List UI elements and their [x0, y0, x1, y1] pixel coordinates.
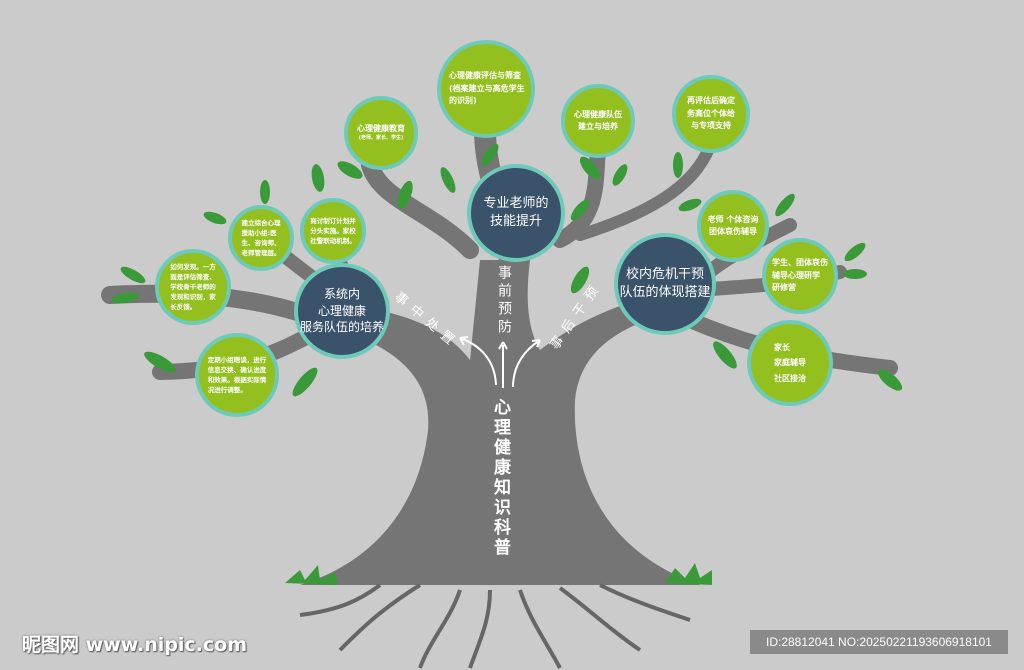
node-text: 定期小组晤谈，进行 信息交换、确认进度 和效果。根据实际情 况进行调整。 — [207, 355, 267, 395]
node-student-group: 学生、团体哀伤 辅导心理研学 研修营 — [762, 238, 838, 314]
node-text: 再评估后确定 务高位个体给 与专项支持 — [687, 96, 735, 131]
node-text: 心理健康教育 — [357, 123, 405, 133]
tree-trunk — [300, 260, 705, 585]
leaves — [111, 143, 903, 397]
node-text: 家长 家庭辅导 社区接洽 — [774, 343, 806, 383]
node-text: 如何发现。一方 面是评估筛查、 学校骨干老师的 发现和识别，家 长反馈。 — [170, 262, 216, 312]
node-text: 商讨制订计划并 分头实施。家校 社警联动机制。 — [310, 216, 356, 246]
grass — [285, 563, 712, 585]
direction-arrows — [459, 336, 541, 388]
node-system-team: 系统内 心理健康 服务队伍的培养 — [294, 263, 390, 359]
tree-roots — [299, 583, 691, 669]
node-text: 校内危机干预 队伍的体现搭建 — [619, 266, 711, 300]
node-text: 系统内 心理健康 服务队伍的培养 — [299, 286, 384, 335]
node-crisis-intervention: 校内危机干预 队伍的体现搭建 — [614, 233, 716, 335]
branch-label-center: 事前预防 — [496, 265, 512, 337]
node-education: 心理健康教育 (老师、家长、学生) — [344, 96, 418, 170]
node-assessment: 心理健康评估与筛查 (档案建立与高危学生 的识别) — [437, 40, 535, 138]
node-meeting: 定期小组晤谈，进行 信息交换、确认进度 和效果。根据实际情 况进行调整。 — [195, 333, 279, 417]
node-team-building: 心理健康队伍 建立与培养 — [561, 84, 635, 158]
node-professional-teachers: 专业老师的 技能提升 — [467, 164, 565, 262]
node-text: 心理健康队伍 建立与培养 — [574, 109, 622, 131]
watermark-id: ID:28812041 NO:20250221193606918101 — [750, 630, 1008, 654]
tree-title: 心理健康知识科普 — [490, 398, 510, 558]
node-teacher-counsel: 老师 个体咨询 团体哀伤辅导 — [697, 190, 769, 262]
node-text: 学生、团体哀伤 辅导心理研学 研修营 — [772, 258, 828, 293]
node-subtext: (老师、家长、学生) — [358, 135, 404, 142]
node-discuss: 商讨制订计划并 分头实施。家校 社警联动机制。 — [300, 198, 366, 264]
node-text: 专业老师的 技能提升 — [483, 195, 549, 229]
node-discover: 如何发现。一方 面是评估筛查、 学校骨干老师的 发现和识别，家 长反馈。 — [155, 249, 231, 325]
node-text: 心理健康评估与筛查 (档案建立与高危学生 的识别) — [449, 71, 525, 106]
node-text: 老师 个体咨询 团体哀伤辅导 — [707, 214, 759, 236]
node-parents: 家长 家庭辅导 社区接洽 — [747, 320, 833, 406]
node-support-group: 建立综合心理 援助小组:医 生、咨询师、 老师管理层。 — [228, 205, 294, 271]
node-text: 建立综合心理 援助小组:医 生、咨询师、 老师管理层。 — [241, 218, 281, 258]
watermark-site: 昵图网 www.nipic.com — [22, 634, 248, 656]
node-reassessment: 再评估后确定 务高位个体给 与专项支持 — [672, 75, 750, 153]
